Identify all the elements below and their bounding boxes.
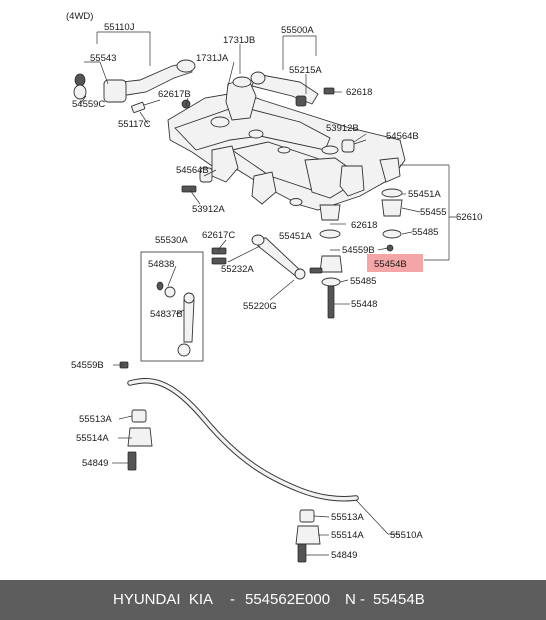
- lateral-arm-55220G: [211, 234, 323, 280]
- label-62618-top: 62618: [346, 87, 372, 98]
- label-54849-right: 54849: [331, 550, 357, 561]
- label-1731JB: 1731JB: [223, 35, 255, 46]
- label-55513A-left: 55513A: [79, 414, 112, 425]
- highlight-box-55454B: [367, 254, 423, 272]
- label-54559B-lower: 54559B: [71, 360, 104, 371]
- label-55530A: 55530A: [155, 235, 188, 246]
- callout-labels: (4WD) 55110J 55543 54559C 55117C 62617B …: [66, 11, 482, 561]
- upper-arm-55215A: [250, 71, 335, 107]
- label-54559C: 54559C: [72, 99, 105, 110]
- label-55485-lower: 55485: [350, 276, 376, 287]
- label-62617B: 62617B: [158, 89, 191, 100]
- part-info-footer: HYUNDAI KIA - 554562E000 N - 55454B: [0, 580, 546, 620]
- part-number: 554562E000: [245, 591, 331, 608]
- label-54837B: 54837B: [150, 309, 183, 320]
- label-1731JA: 1731JA: [196, 53, 229, 64]
- separator: -: [230, 591, 235, 608]
- label-55513A-right: 55513A: [331, 512, 364, 523]
- label-54564B-right: 54564B: [386, 131, 419, 142]
- leader-lines: [79, 31, 456, 556]
- label-54564B-left: 54564B: [176, 165, 209, 176]
- label-62610: 62610: [456, 212, 482, 223]
- n-label: N -: [345, 591, 365, 608]
- catalog-code: 55454B: [373, 591, 425, 608]
- label-55448: 55448: [351, 299, 377, 310]
- label-62618-mid: 62618: [351, 220, 377, 231]
- rear-crossmember: [167, 76, 406, 211]
- label-54849-left: 54849: [82, 458, 108, 469]
- label-55485-upper: 55485: [412, 227, 438, 238]
- label-55110J: 55110J: [104, 22, 135, 33]
- label-55543: 55543: [90, 53, 116, 64]
- label-55500A: 55500A: [281, 25, 314, 36]
- label-55455: 55455: [420, 207, 446, 218]
- bushing-stack-right: [319, 139, 403, 319]
- label-55451A-left: 55451A: [279, 231, 312, 242]
- stabilizer-bar-55510A: [127, 378, 359, 563]
- label-55215A: 55215A: [289, 65, 322, 76]
- label-55232A: 55232A: [221, 264, 254, 275]
- label-53912B: 53912B: [326, 123, 359, 134]
- parts-diagram: (4WD) 55110J 55543 54559C 55117C 62617B …: [66, 11, 483, 563]
- label-62617C: 62617C: [202, 230, 235, 241]
- label-55514A-right: 55514A: [331, 530, 364, 541]
- trailing-arm-55110J: [73, 59, 196, 113]
- label-55510A: 55510A: [390, 530, 423, 541]
- label-54838: 54838: [148, 259, 174, 270]
- brand-name: HYUNDAI KIA: [113, 591, 214, 608]
- label-55117C: 55117C: [118, 119, 151, 130]
- variant-label: (4WD): [66, 11, 93, 22]
- label-55454B: 55454B: [374, 259, 407, 270]
- label-55220G: 55220G: [243, 301, 277, 312]
- label-54559B-upper: 54559B: [342, 245, 375, 256]
- rear-suspension-exploded-view: (4WD) 55110J 55543 54559C 55117C 62617B …: [66, 11, 482, 563]
- stabilizer-link-group: [119, 251, 204, 369]
- label-55451A-right: 55451A: [408, 189, 441, 200]
- label-55514A-left: 55514A: [76, 433, 109, 444]
- label-53912A: 53912A: [192, 204, 225, 215]
